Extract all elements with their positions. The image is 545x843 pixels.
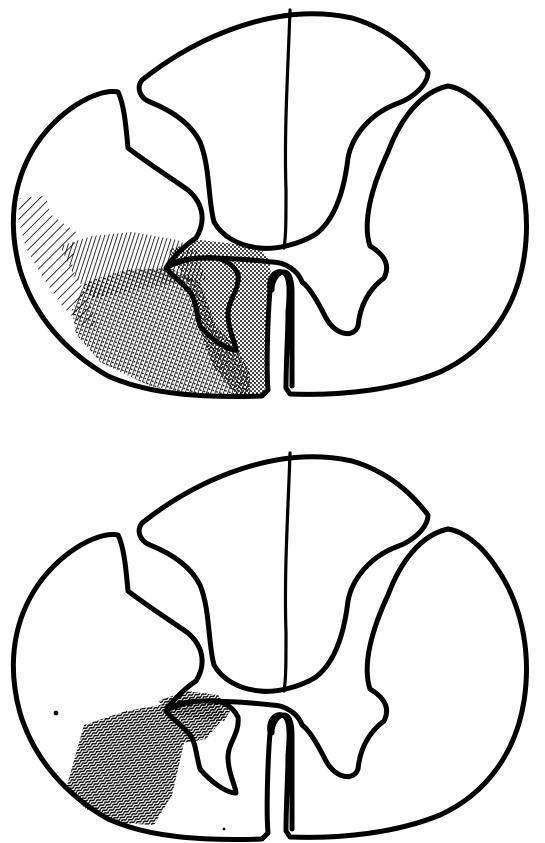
lower-speck-small xyxy=(223,828,226,831)
upper-dorsal-column-contour xyxy=(139,14,428,249)
lower-speck xyxy=(54,711,59,716)
upper-median-septum xyxy=(284,10,290,248)
lower-section xyxy=(13,453,526,839)
lower-dorsal-column-contour xyxy=(139,457,428,692)
upper-section xyxy=(13,10,526,396)
lower-median-septum xyxy=(284,453,290,691)
